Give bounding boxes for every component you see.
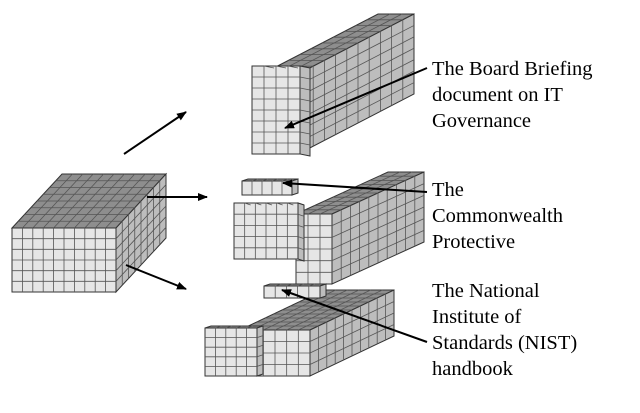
pointer-commonwealth	[282, 179, 428, 193]
label-line: The Board Briefing	[432, 58, 593, 80]
label-line: Protective	[432, 231, 516, 253]
label-board-briefing: The Board Briefing document on IT Govern…	[432, 56, 593, 134]
pointer-nist	[281, 289, 428, 343]
label-line: document on IT	[432, 84, 563, 106]
output-slab-nist	[204, 325, 264, 377]
output-slab-board-briefing	[251, 65, 311, 157]
label-line: Standards (NIST)	[432, 332, 578, 354]
label-line: The	[432, 179, 464, 201]
label-nist: The National Institute of Standards (NIS…	[432, 278, 577, 382]
label-line: Institute of	[432, 306, 522, 328]
source-cube	[10, 172, 168, 294]
label-line: Commonwealth	[432, 205, 563, 227]
output-slab-nist-top	[263, 283, 327, 299]
arrow-to-board-briefing	[123, 111, 187, 155]
output-slab-commonwealth-top	[241, 178, 299, 196]
pointer-board-briefing	[284, 67, 428, 129]
label-line: handbook	[432, 358, 513, 380]
output-slab-commonwealth-back	[295, 171, 425, 285]
label-commonwealth: The Commonwealth Protective	[432, 177, 563, 255]
output-slab-nist-back	[239, 289, 395, 377]
output-slab-commonwealth	[233, 202, 305, 262]
arrow-to-nist	[125, 264, 187, 290]
label-line: Governance	[432, 110, 532, 132]
label-line: The National	[432, 280, 540, 302]
